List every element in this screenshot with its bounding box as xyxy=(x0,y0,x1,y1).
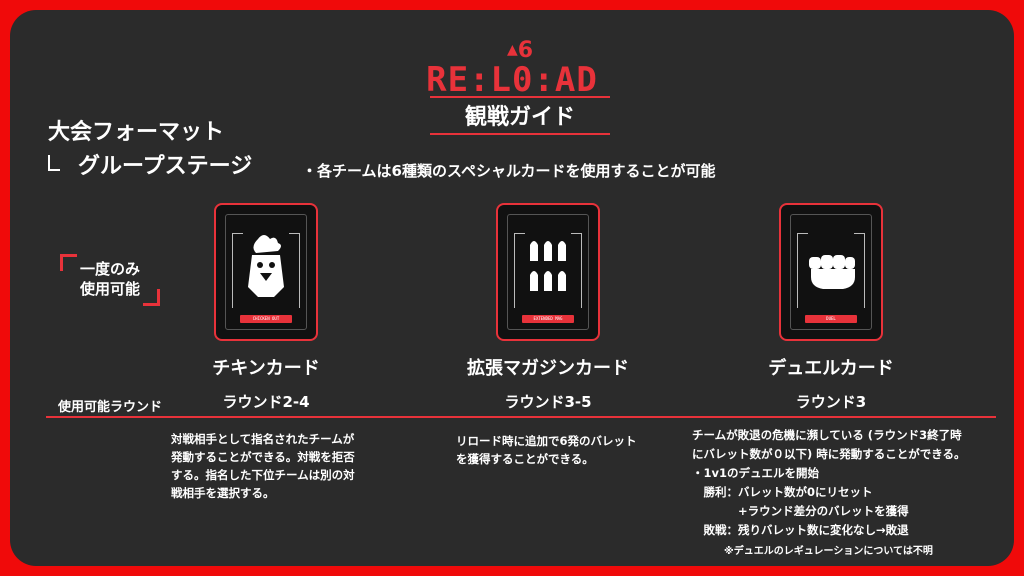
chicken-card: CHICKEN OUT xyxy=(214,203,318,341)
guide-panel: ▲6 RE:L0:AD 観戦ガイド 大会フォーマット グループステージ ・各チー… xyxy=(10,10,1014,566)
chicken-description: 対戦相手として指名されたチームが 発動することができる。対戦を拒否 する。指名し… xyxy=(171,432,355,500)
triangle-icon: ▲ xyxy=(507,42,518,58)
logo-title: RE:L0:AD xyxy=(426,60,598,100)
chicken-icon xyxy=(248,235,284,297)
duel-card: DUEL xyxy=(779,203,883,341)
card-tag: CHICKEN OUT xyxy=(240,315,292,323)
extended-mag-description: リロード時に追加で6発のバレット を獲得することができる。 xyxy=(456,434,637,466)
card-name: 拡張マガジンカード xyxy=(467,358,629,379)
bullets-icon xyxy=(530,241,566,291)
format-title: 大会フォーマット xyxy=(48,120,225,145)
fist-icon xyxy=(809,255,855,289)
duel-description: チームが敗退の危機に瀕している (ラウンド3終了時 にバレット数が０以下) 時に… xyxy=(692,428,966,537)
once-only-badge: 一度のみ 使用可能 xyxy=(60,254,160,306)
once-label-line2: 使用可能 xyxy=(79,280,140,298)
divider xyxy=(46,416,996,418)
stage-title: グループステージ xyxy=(48,148,252,180)
bracket-icon xyxy=(60,254,77,271)
round-row-label: 使用可能ラウンド xyxy=(58,400,163,415)
card-tag: DUEL xyxy=(805,315,857,323)
card-name: デュエルカード xyxy=(768,358,894,379)
card-round: ラウンド3 xyxy=(795,393,867,411)
stage-note: ・各チームは6種類のスペシャルカードを使用することが可能 xyxy=(302,162,716,180)
logo-badge: ▲6 xyxy=(507,38,533,63)
bracket-icon xyxy=(143,289,160,306)
duel-footnote: ※デュエルのレギュレーションについては不明 xyxy=(724,546,933,557)
card-tag: EXTENDED MAG xyxy=(522,315,574,323)
corner-icon xyxy=(48,155,60,171)
once-label-line1: 一度のみ xyxy=(79,260,140,278)
page-subtitle: 観戦ガイド xyxy=(430,96,610,135)
extended-mag-card: EXTENDED MAG xyxy=(496,203,600,341)
card-round: ラウンド3-5 xyxy=(504,393,592,411)
card-round: ラウンド2-4 xyxy=(222,393,310,411)
card-name: チキンカード xyxy=(212,358,320,379)
